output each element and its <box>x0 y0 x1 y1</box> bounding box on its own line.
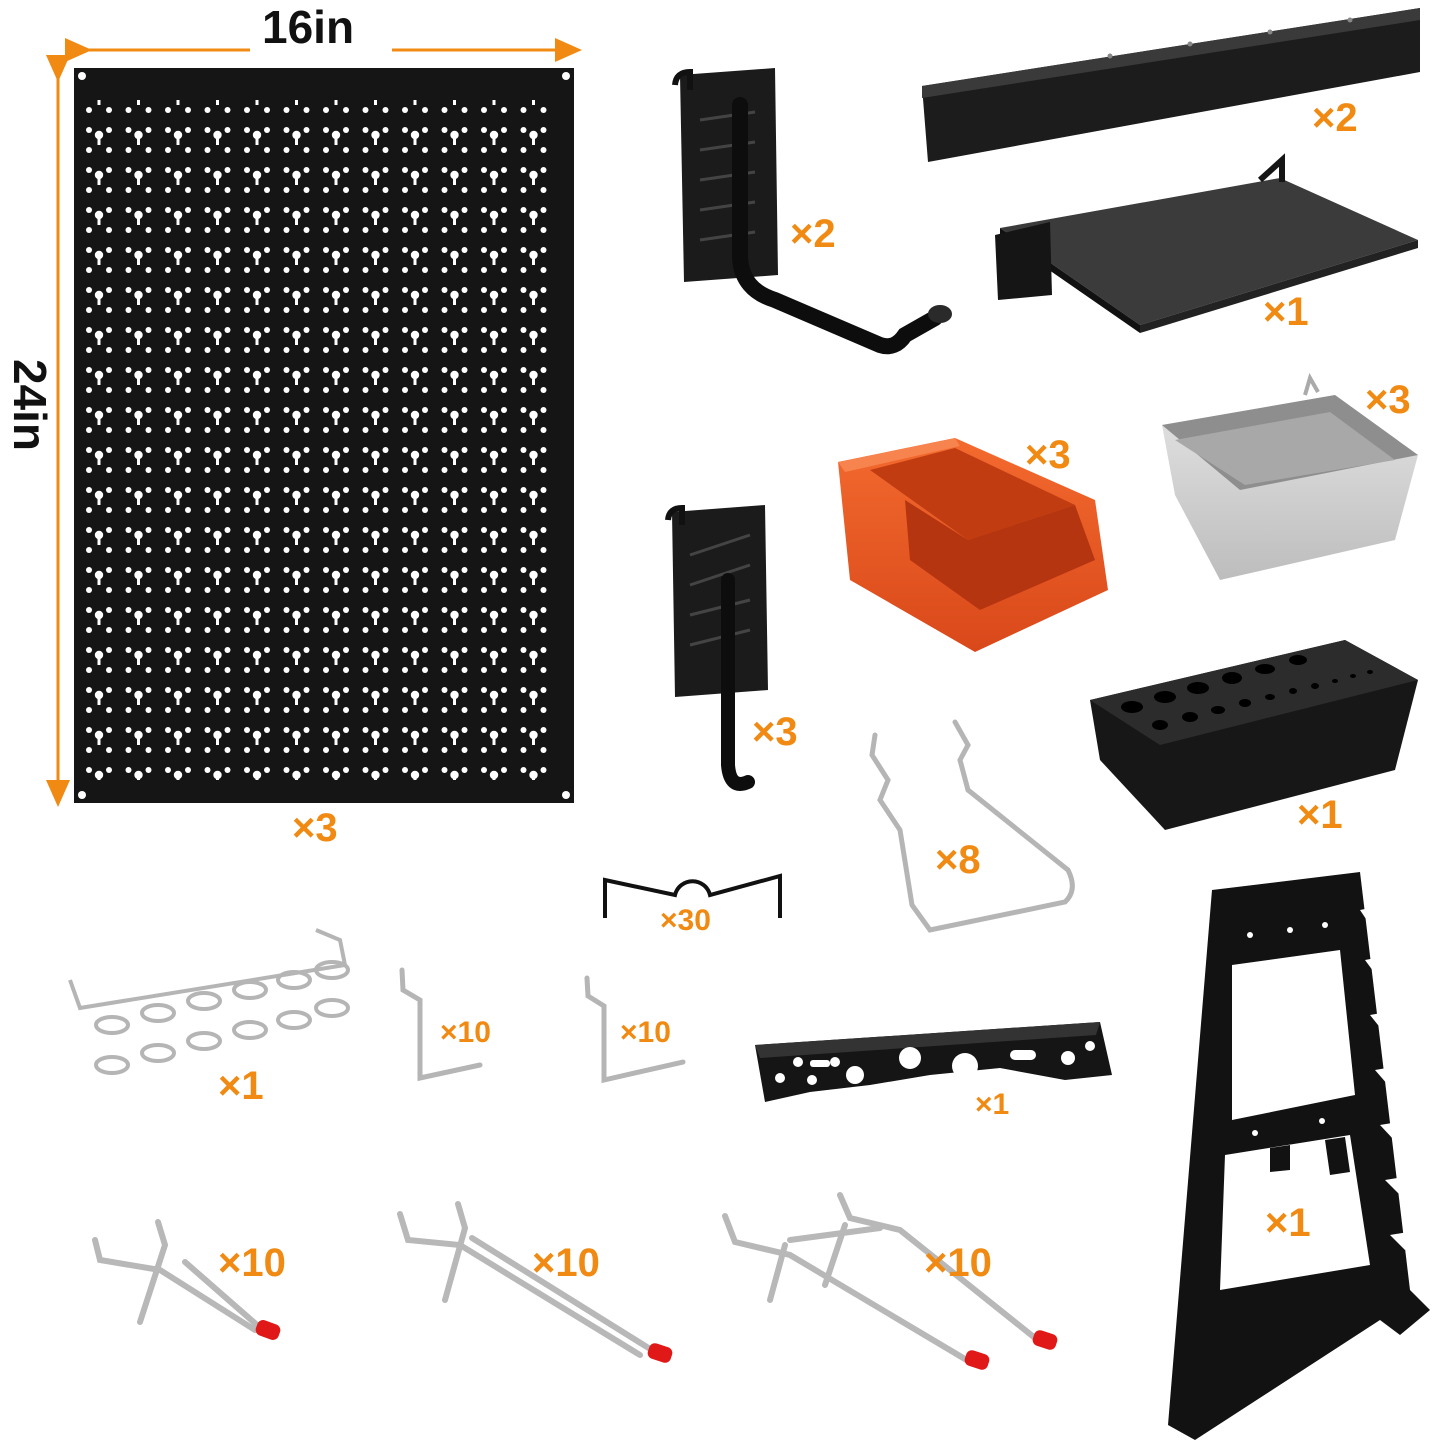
grey-bin-qty: ×3 <box>1365 378 1411 422</box>
lock-clip-qty: ×30 <box>660 904 711 937</box>
short-hook-qty: ×10 <box>218 1241 286 1285</box>
hole-bracket <box>755 1022 1112 1102</box>
screwdriver-rack <box>68 928 350 1075</box>
small-j-hook <box>665 504 768 791</box>
large-j-hook <box>672 68 952 355</box>
wire-loop-hook <box>869 719 1075 933</box>
pegboard-panel-qty: ×3 <box>292 806 338 850</box>
wall-rail <box>922 8 1420 162</box>
width-label: 16in <box>262 1 355 53</box>
wrench-rack <box>1168 872 1430 1440</box>
short-hook <box>92 1219 281 1340</box>
bit-holder-qty: ×1 <box>1297 793 1343 837</box>
screwdriver-rack-qty: ×1 <box>218 1064 264 1108</box>
orange-bin <box>838 438 1108 652</box>
double-hook-qty: ×10 <box>924 1241 992 1285</box>
wrench-rack-qty: ×1 <box>1265 1201 1311 1245</box>
lock-clip <box>603 873 782 918</box>
wall-rail-qty: ×2 <box>1312 96 1358 140</box>
hole-bracket-qty: ×1 <box>975 1088 1010 1121</box>
wire-loop-hook-qty: ×8 <box>935 838 981 882</box>
grey-bin <box>1162 372 1418 580</box>
double-hook <box>722 1192 1058 1370</box>
long-hook <box>397 1201 673 1363</box>
orange-bin-qty: ×3 <box>1025 433 1071 477</box>
l-hook-a <box>399 967 483 1082</box>
bit-holder <box>1090 640 1418 830</box>
l-hook-b <box>584 975 686 1084</box>
pegboard-panel <box>74 68 574 803</box>
shelf <box>995 153 1418 333</box>
shelf-qty: ×1 <box>1263 290 1309 334</box>
large-j-hook-qty: ×2 <box>790 212 836 256</box>
small-j-hook-qty: ×3 <box>752 710 798 754</box>
height-label: 24in <box>4 358 56 452</box>
l-hook-b-qty: ×10 <box>620 1016 671 1049</box>
l-hook-a-qty: ×10 <box>440 1016 491 1049</box>
long-hook-qty: ×10 <box>532 1241 600 1285</box>
